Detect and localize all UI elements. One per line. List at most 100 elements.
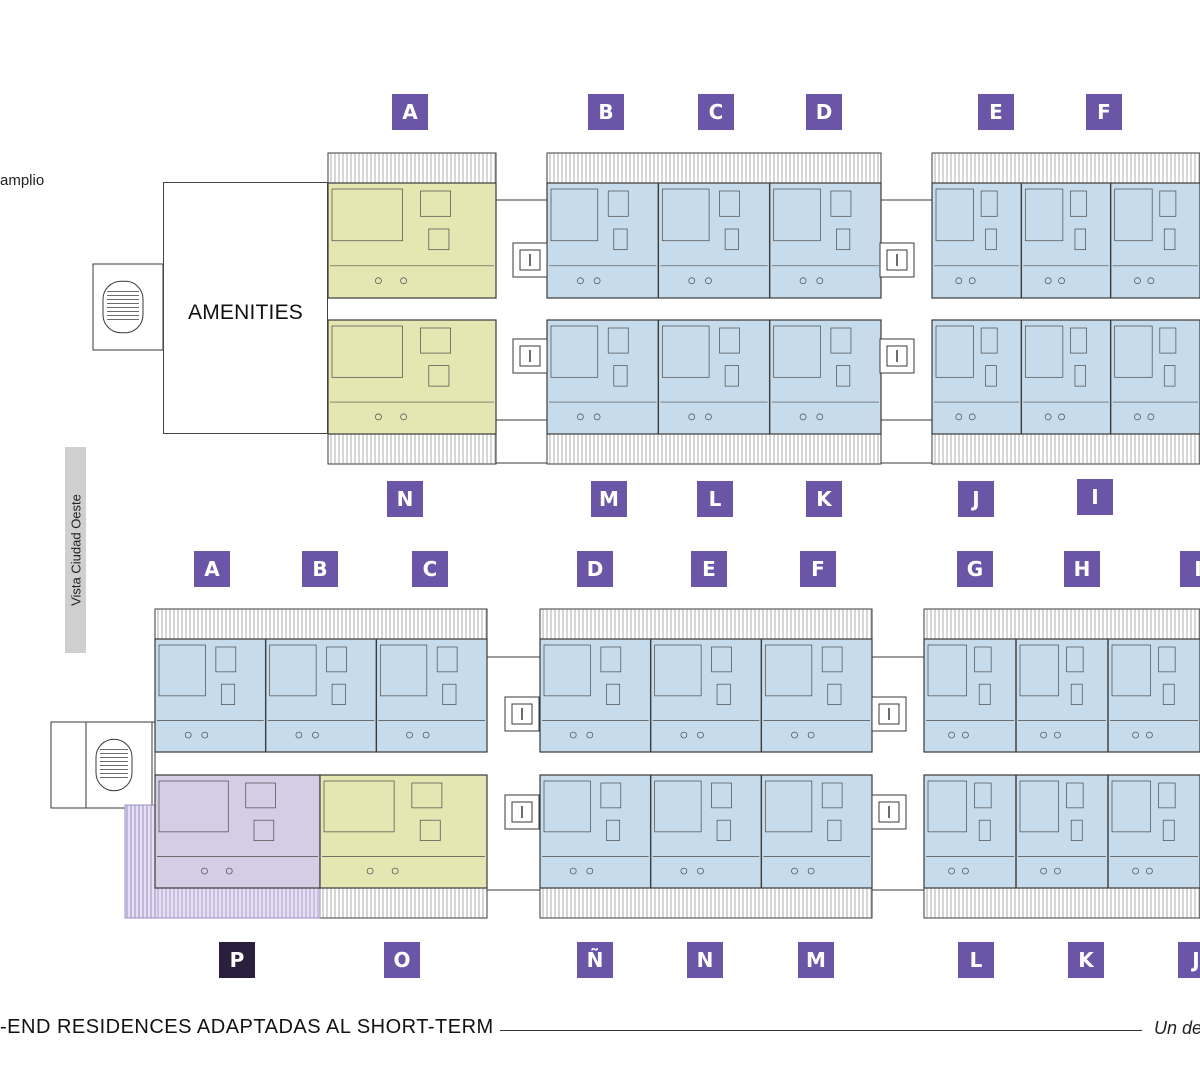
upper-elevator-2-car: [519, 345, 541, 367]
upper-units-mlk: [546, 319, 882, 435]
lower-units-abc-room-1: [269, 644, 317, 697]
upper-units-ef-fixture-1: [1044, 277, 1052, 285]
lower-units-nnm-chair-1: [716, 819, 731, 841]
lower-units-lkj-room-1: [1019, 780, 1059, 833]
upper-units-ef-fixture-0: [955, 277, 963, 285]
lower-unit-label-n[interactable]: N: [687, 942, 723, 978]
lower-units-abc-chair-2: [442, 683, 457, 705]
upper-units-mlk-fixture-b-1: [705, 413, 712, 421]
upper-unit-yellow-top-table-0: [420, 190, 451, 217]
lower-units-ghi-room-2: [1111, 644, 1151, 697]
upper-units-ef-chair-0: [985, 228, 997, 251]
lower-units-ghi-chair-2: [1162, 683, 1175, 705]
upper-elevator-3-car: [886, 249, 908, 271]
upper-units-bcd-fixture-b-2: [816, 277, 824, 285]
upper-unit-label-b[interactable]: B: [588, 94, 624, 130]
lower-units-ghi-room-0: [927, 644, 967, 697]
lower-unit-label-k[interactable]: K: [1068, 942, 1104, 978]
lower-units-def-fixture-b-2: [807, 731, 815, 739]
lower-stair-steps: [100, 749, 128, 778]
upper-units-ef: [931, 182, 1200, 299]
lower-unit-o-chair-0: [419, 819, 441, 841]
upper-balcony-top-3: [931, 152, 1200, 184]
upper-unit-yellow-bottom-chair-0: [428, 365, 450, 387]
lower-unit-label-j[interactable]: J: [1178, 942, 1200, 978]
lower-unit-label-n-tilde[interactable]: Ñ: [577, 942, 613, 978]
lower-units-nnm-table-1: [711, 782, 732, 809]
lower-units-abc-table-1: [326, 646, 347, 673]
upper-unit-label-f[interactable]: F: [1086, 94, 1122, 130]
lower-units-def: [539, 638, 873, 753]
upper-units-ef-table-0: [980, 190, 998, 217]
lower-units-ghi-table-2: [1158, 646, 1176, 673]
lower-unit-o-table-0: [411, 782, 443, 809]
lower-unit-label-i[interactable]: I: [1180, 551, 1200, 587]
lower-units-ghi-fixture-b-0: [962, 731, 969, 739]
upper-units-ef-fixture-2: [1134, 277, 1141, 285]
footer-rule: [500, 1030, 1142, 1031]
upper-units-mlk-fixture-b-0: [593, 413, 601, 421]
lower-units-nnm-table-2: [821, 782, 843, 809]
lower-unit-label-p[interactable]: P: [219, 942, 255, 978]
lower-units-nnm: [539, 774, 873, 889]
lower-unit-label-m[interactable]: M: [798, 942, 834, 978]
upper-unit-label-k[interactable]: K: [806, 481, 842, 517]
lower-unit-label-e[interactable]: E: [691, 551, 727, 587]
lower-units-def-table-2: [821, 646, 843, 673]
lower-unit-label-a[interactable]: A: [194, 551, 230, 587]
lower-unit-label-c[interactable]: C: [412, 551, 448, 587]
upper-balcony-top-3-hatch: [934, 153, 1200, 183]
upper-units-bcd-table-1: [719, 190, 740, 217]
lower-unit-label-g[interactable]: G: [957, 551, 993, 587]
upper-unit-label-c[interactable]: C: [698, 94, 734, 130]
lower-ramp: [124, 804, 156, 919]
upper-units-ji-fixture-b-1: [1058, 413, 1065, 421]
lower-units-ghi: [923, 638, 1200, 753]
upper-units-mlk-table-0: [607, 327, 629, 354]
lower-units-nnm-fixture-2: [791, 867, 798, 875]
upper-unit-label-n[interactable]: N: [387, 481, 423, 517]
lower-units-lkj-room-0: [927, 780, 967, 833]
upper-unit-label-d[interactable]: D: [806, 94, 842, 130]
lower-unit-label-b[interactable]: B: [302, 551, 338, 587]
upper-unit-label-a[interactable]: A: [392, 94, 428, 130]
lower-unit-label-o[interactable]: O: [384, 942, 420, 978]
lower-units-ghi-table-0: [974, 646, 992, 673]
upper-unit-yellow-bottom-table-0: [420, 327, 451, 354]
lower-unit-p-room-0: [158, 780, 229, 833]
lower-unit-label-d[interactable]: D: [577, 551, 613, 587]
upper-units-ji-fixture-1: [1044, 413, 1052, 421]
upper-unit-label-i[interactable]: I: [1077, 479, 1113, 515]
lower-unit-label-l[interactable]: L: [958, 942, 994, 978]
upper-units-ef-fixture-b-0: [968, 277, 976, 285]
lower-unit-label-f[interactable]: F: [800, 551, 836, 587]
lower-stair-oval: [95, 738, 133, 792]
upper-stair: [92, 263, 164, 351]
lower-units-nnm-chair-2: [827, 819, 842, 841]
lower-elevator-4-car: [878, 801, 900, 823]
lower-elevator-2: [504, 794, 540, 830]
lower-unit-label-h[interactable]: H: [1064, 551, 1100, 587]
lower-units-def-chair-0: [606, 683, 621, 705]
lower-ramp-hatch: [126, 805, 152, 918]
lower-units-def-fixture-b-1: [697, 731, 704, 739]
upper-units-ef-room-0: [935, 188, 974, 242]
lower-units-def-table-1: [711, 646, 732, 673]
upper-unit-label-e[interactable]: E: [978, 94, 1014, 130]
lower-units-lkj-fixture-2: [1132, 867, 1139, 875]
upper-unit-yellow-top-room-0: [331, 188, 403, 242]
lower-units-abc-fixture-2: [406, 731, 413, 739]
footer-tagline: Un de: [1154, 1018, 1200, 1038]
upper-elevator-1-car: [519, 249, 541, 271]
upper-units-bcd-table-0: [607, 190, 629, 217]
upper-unit-label-j[interactable]: J: [958, 481, 994, 517]
upper-unit-yellow-bottom-fixture-0: [375, 413, 382, 421]
lower-units-abc: [154, 638, 488, 753]
lower-units-lkj-table-2: [1158, 782, 1176, 809]
lower-unit-p-table-0: [245, 782, 276, 809]
upper-unit-label-l[interactable]: L: [697, 481, 733, 517]
lower-units-lkj-fixture-b-2: [1146, 867, 1153, 875]
upper-unit-label-m[interactable]: M: [591, 481, 627, 517]
upper-units-mlk-chair-0: [613, 365, 628, 387]
